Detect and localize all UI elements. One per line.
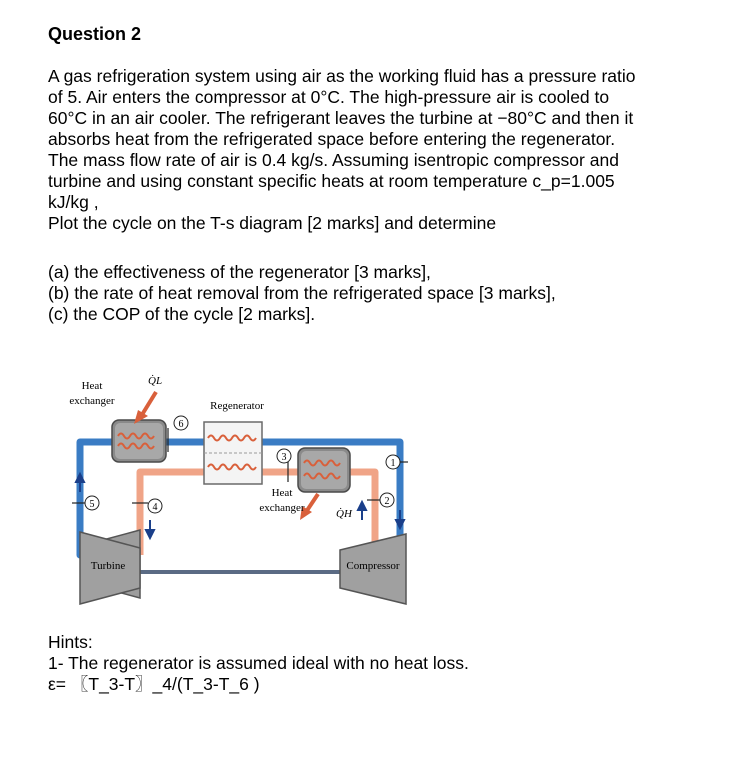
compressor <box>339 533 407 605</box>
heat-exchanger-right-label-2: exchanger <box>259 502 305 514</box>
hints-title: Hints: <box>48 632 93 652</box>
statement-line: kJ/kg , <box>48 192 99 212</box>
state-label-6: 6 <box>179 419 184 430</box>
q-h-arrow <box>304 492 320 514</box>
question-parts: (a) the effectiveness of the regenerator… <box>48 262 556 325</box>
q-l-label: Q̇L <box>148 375 162 387</box>
question-title: Question 2 <box>48 24 142 44</box>
statement-line: 60°C in an air cooler. The refrigerant l… <box>48 108 634 128</box>
statement-line: turbine and using constant specific heat… <box>48 171 615 191</box>
flow-arrows <box>74 471 406 541</box>
hint-formula: ε= 〖T_3-T〗_4/(T_3-T_6 ) <box>48 674 260 694</box>
turbine-label: Turbine <box>91 560 126 572</box>
part-c: (c) the COP of the cycle [2 marks]. <box>48 304 316 324</box>
state-circles <box>84 415 401 514</box>
statement-line: Plot the cycle on the T-s diagram [2 mar… <box>48 213 497 233</box>
turbine-body <box>79 531 141 605</box>
hints-section: Hints: 1- The regenerator is assumed ide… <box>48 632 469 695</box>
state-label-2: 2 <box>385 496 390 507</box>
statement-line: The mass flow rate of air is 0.4 kg/s. A… <box>48 150 619 170</box>
statement-line: of 5. Air enters the compressor at 0°C. … <box>48 87 610 107</box>
part-a: (a) the effectiveness of the regenerator… <box>48 262 431 282</box>
regenerator <box>203 421 263 485</box>
q-l-arrow-head <box>134 410 148 424</box>
heat-exchanger-left <box>111 419 167 463</box>
heat-exchanger-left-label-2: exchanger <box>69 395 115 407</box>
regenerator-label: Regenerator <box>210 400 264 412</box>
statement-line: A gas refrigeration system using air as … <box>48 66 636 86</box>
state-label-5: 5 <box>90 499 95 510</box>
statement-line: absorbs heat from the refrigerated space… <box>48 129 616 149</box>
part-b: (b) the rate of heat removal from the re… <box>48 283 556 303</box>
heat-exchanger-right-label: Heat <box>272 487 293 499</box>
q-h-label: Q̇H <box>336 508 353 520</box>
heat-exchanger-left-label: Heat <box>82 380 103 392</box>
heat-exchanger-right <box>297 447 351 493</box>
warm-pipes <box>136 468 379 555</box>
state-label-4: 4 <box>153 502 158 513</box>
state-label-3: 3 <box>282 452 287 463</box>
state-label-1: 1 <box>391 458 396 469</box>
problem-statement: A gas refrigeration system using air as … <box>48 66 698 234</box>
hint-line-1: 1- The regenerator is assumed ideal with… <box>48 653 469 673</box>
q-h-arrow-head <box>300 506 312 520</box>
compressor-label: Compressor <box>346 560 400 572</box>
